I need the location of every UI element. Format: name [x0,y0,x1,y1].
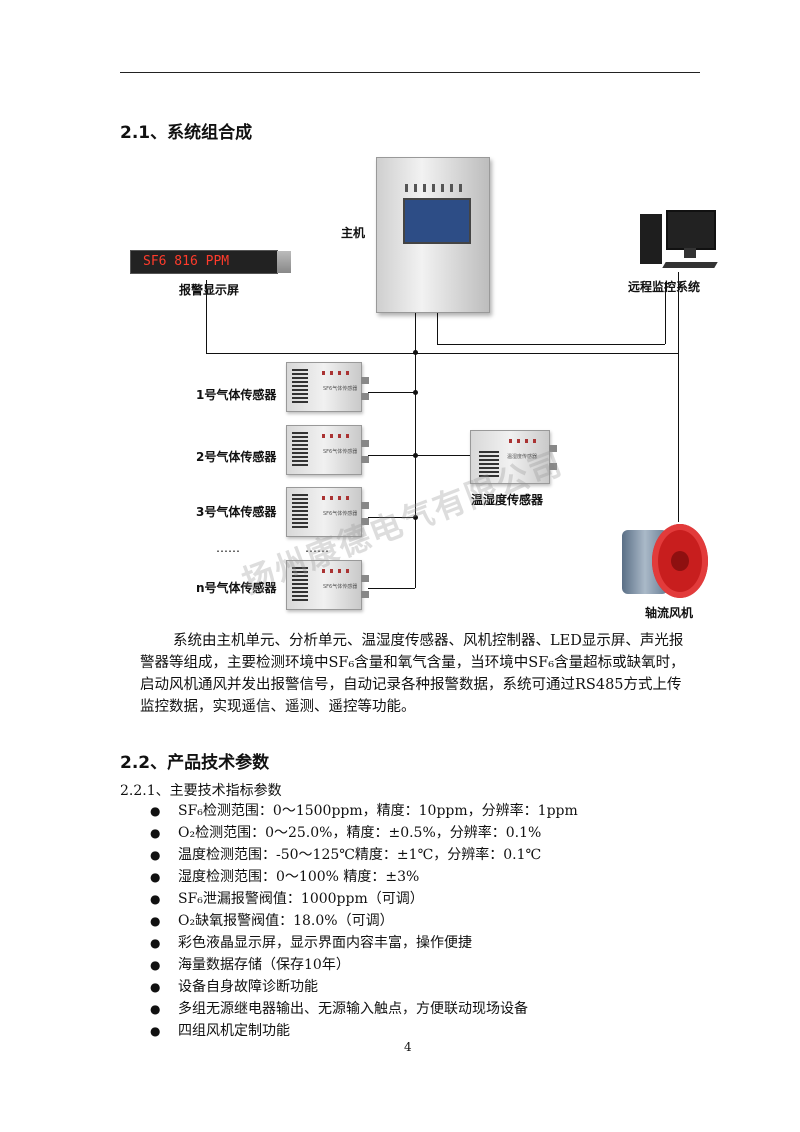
computer-icon [640,210,720,274]
sensor-tag: SF6气体传感器 [323,449,358,455]
gas-sensor-image: SF6气体传感器 [286,560,369,610]
sensor-2-label: 2号气体传感器 [196,450,277,464]
spec-item: 湿度检测范围：0～100% 精度：±3% [150,866,578,888]
wire [678,272,679,522]
sensor-tag: SF6气体传感器 [323,584,358,590]
spec-item: 四组风机定制功能 [150,1020,578,1042]
fan-label: 轴流风机 [645,606,694,620]
ellipsis-right: …… [305,541,329,555]
humidity-sensor-image: 温湿度传感器 [470,430,557,484]
sensor-3-label: 3号气体传感器 [196,505,277,519]
sensor-tag: SF6气体传感器 [323,511,358,517]
spec-item: 设备自身故障诊断功能 [150,976,578,998]
header-rule [120,72,700,73]
spec-item: SF₆泄漏报警阀值：1000ppm（可调） [150,888,578,910]
wire [206,280,207,353]
axial-fan-image [622,520,710,602]
spec-item: 彩色液晶显示屏，显示界面内容丰富，操作便捷 [150,932,578,954]
wire [368,392,415,393]
wire [368,455,470,456]
spec-item: SF₆检测范围：0～1500ppm，精度：10ppm，分辨率：1ppm [150,800,578,822]
led-display-text: SF6 816 PPM [143,254,230,269]
humidity-tag: 温湿度传感器 [507,454,538,460]
host-label: 主机 [341,226,366,240]
humidity-sensor-label: 温湿度传感器 [471,493,544,507]
spec-item: 温度检测范围：-50～125℃精度：±1℃，分辨率：0.1℃ [150,844,578,866]
host-unit-image [376,157,490,313]
wire [437,312,438,344]
host-screen [403,198,471,244]
sensor-1-label: 1号气体传感器 [196,388,277,402]
sensor-tag: SF6气体传感器 [323,386,358,392]
junction-dot [413,453,418,458]
wire [368,517,415,518]
section-title: 2.1、系统组合成 [120,123,253,143]
wire [415,312,416,588]
spec-item: 多组无源继电器输出、无源输入触点，方便联动现场设备 [150,998,578,1020]
sensor-n-label: n号气体传感器 [196,581,277,595]
indicator-leds [405,184,465,192]
led-display-label: 报警显示屏 [179,283,240,297]
wire [437,344,665,345]
section2-title: 2.2、产品技术参数 [120,753,270,773]
remote-monitor-label: 远程监控系统 [628,280,701,294]
page-number: 4 [404,1040,412,1054]
gas-sensor-image: SF6气体传感器 [286,487,369,537]
gas-sensor-image: SF6气体传感器 [286,362,369,412]
gas-sensor-image: SF6气体传感器 [286,425,369,475]
wire [206,353,678,354]
subsection-title: 2.2.1、主要技术指标参数 [120,783,282,799]
spec-item: 海量数据存储（保存10年） [150,954,578,976]
junction-dot [413,390,418,395]
system-description: 系统由主机单元、分析单元、温湿度传感器、风机控制器、LED显示屏、声光报警器等组… [140,633,685,715]
ellipsis-left: …… [216,541,240,555]
junction-dot [413,350,418,355]
spec-list: SF₆检测范围：0～1500ppm，精度：10ppm，分辨率：1ppm O₂检测… [150,800,578,1042]
wire [368,588,415,589]
led-display-image: SF6 816 PPM [130,250,291,274]
wire [665,282,666,344]
junction-dot [413,515,418,520]
spec-item: O₂检测范围：0～25.0%，精度：±0.5%，分辨率：0.1% [150,822,578,844]
spec-item: O₂缺氧报警阀值：18.0%（可调） [150,910,578,932]
